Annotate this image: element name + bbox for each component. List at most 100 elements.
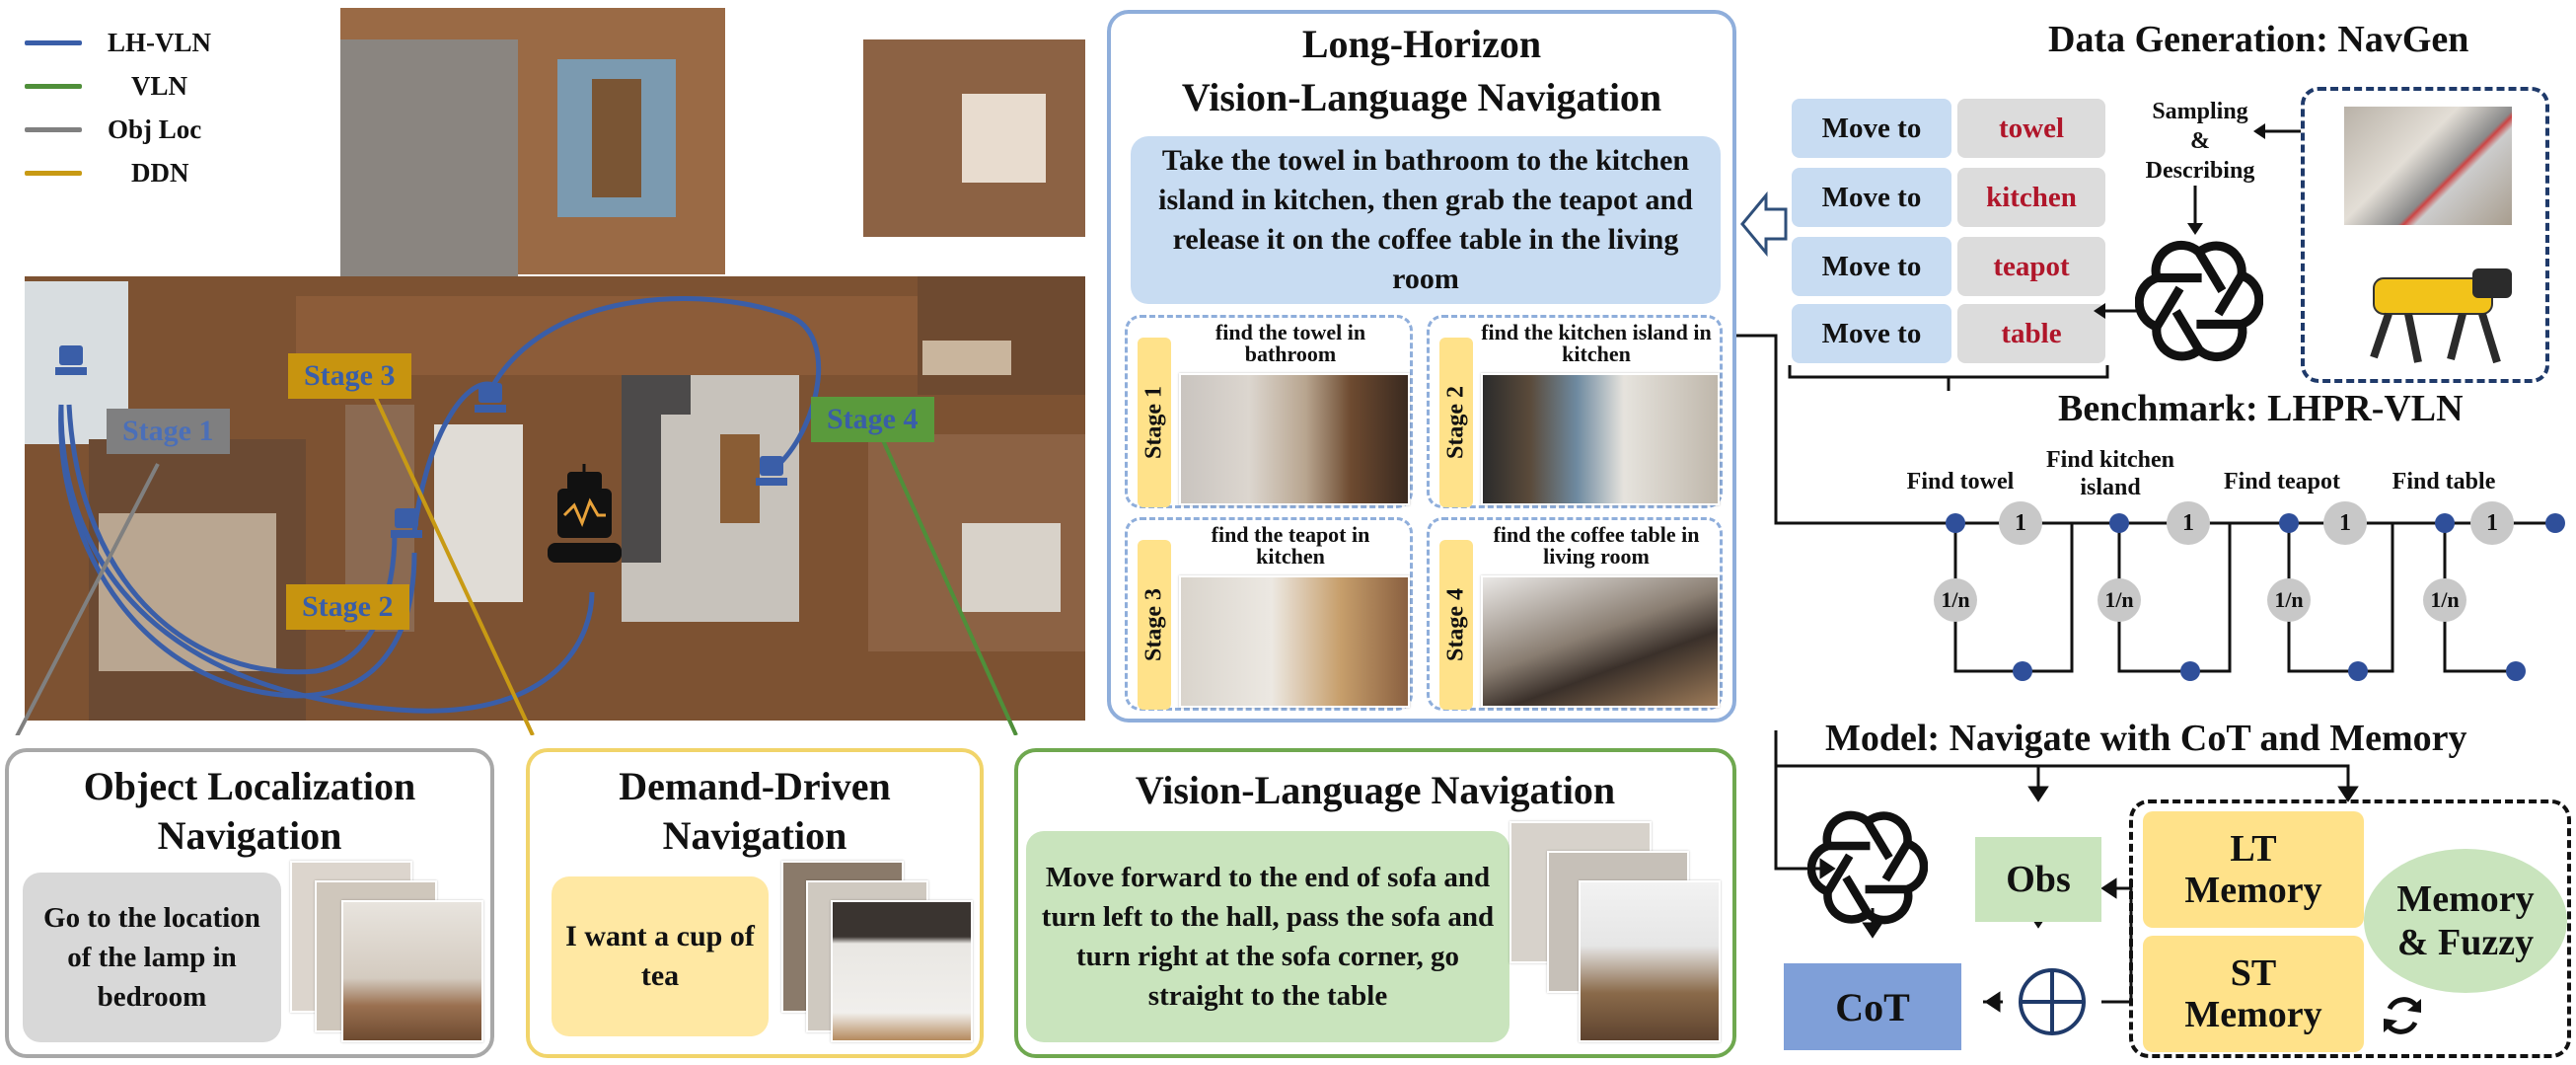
- legend-label: VLN: [131, 71, 188, 101]
- substage-1-label-bar: Stage 1: [1138, 338, 1171, 507]
- arrow-head: [2100, 877, 2117, 899]
- move-target: kitchen: [1957, 168, 2105, 227]
- lhvln-title-line1: Long-Horizon: [1301, 22, 1542, 66]
- move-verb: Move to: [1792, 99, 1951, 158]
- node-dot: [2506, 661, 2526, 681]
- node-label-line: island: [2080, 475, 2141, 500]
- objloc-panel: Object Localization Navigation Go to the…: [5, 748, 494, 1058]
- substage-2: Stage 2 find the kitchen island in kitch…: [1427, 315, 1723, 508]
- stage-3-tag: Stage 3: [288, 353, 411, 399]
- vln-panel: Vision-Language Navigation Move forward …: [1014, 748, 1736, 1058]
- sofa: [622, 375, 691, 563]
- node-label-line: Find kitchen: [2045, 447, 2175, 473]
- legend-swatch: [25, 84, 82, 89]
- node-dot: [2348, 661, 2368, 681]
- arrow-head: [2027, 786, 2049, 802]
- node-dot: [2180, 661, 2200, 681]
- graph-weight-circles: [1934, 501, 2514, 622]
- vln-pointer: [876, 428, 1018, 735]
- legend-swatch: [25, 171, 82, 176]
- robot-icon: [55, 345, 787, 538]
- scene-map-thumbnail: [2344, 107, 2512, 225]
- move-target: table: [1957, 304, 2105, 363]
- weight-fraction: 1/n: [2104, 587, 2134, 612]
- sampling-line3: Describing: [2145, 158, 2255, 184]
- move-verb: Move to: [1792, 168, 1951, 227]
- st-memory-line: Memory: [2184, 994, 2322, 1035]
- legend-item-objloc: Obj Loc: [25, 114, 201, 145]
- legend-label: Obj Loc: [108, 114, 202, 144]
- graph-branches: [1953, 523, 2516, 673]
- substage-3-label-bar: Stage 3: [1138, 540, 1171, 710]
- legend-item-ddn: DDN: [25, 158, 189, 189]
- room-north: [340, 39, 518, 286]
- arrow-icon: [2094, 303, 2141, 319]
- substage-2-label: Stage 2: [1442, 386, 1469, 459]
- ddn-pointer: [363, 374, 535, 735]
- fuzzy-line: Memory: [2396, 878, 2535, 920]
- node-label-line: Find table: [2392, 469, 2496, 494]
- sampling-line1: Sampling: [2152, 99, 2248, 124]
- substage-1-label: Stage 1: [1141, 386, 1167, 459]
- objloc-pointer: [15, 463, 160, 735]
- ddn-instruction: I want a cup of tea: [552, 876, 769, 1036]
- room-east: [918, 276, 1085, 395]
- scene-source-box: [2301, 87, 2549, 383]
- lhvln-title-line2: Vision-Language Navigation: [1181, 75, 1662, 119]
- node-label-teapot: Find teapot: [2208, 468, 2356, 495]
- objloc-title-line2: Navigation: [157, 813, 342, 858]
- floor-plan: [15, 8, 1085, 735]
- lhvln-panel: Long-Horizon Vision-Language Navigation …: [1107, 10, 1736, 723]
- ddn-panel: Demand-Driven Navigation I want a cup of…: [526, 748, 984, 1058]
- model-connections: [1774, 730, 2359, 1035]
- node-label-line: Find towel: [1906, 469, 2015, 494]
- arrow-head: [1819, 858, 1836, 879]
- substage-2-label-bar: Stage 2: [1439, 338, 1473, 507]
- move-target: towel: [1957, 99, 2105, 158]
- weight-one: 1: [2015, 510, 2026, 536]
- substage-3-label: Stage 3: [1141, 588, 1167, 661]
- node-label-kitchen-island: Find kitchen island: [2036, 446, 2184, 501]
- lhvln-instruction: Take the towel in bathroom to the kitche…: [1131, 136, 1721, 304]
- kitchen-island: [434, 424, 523, 602]
- node-label-line: Find teapot: [2223, 469, 2340, 494]
- weight-fraction: 1/n: [1941, 587, 1970, 612]
- graph-nodes: [1946, 513, 2565, 681]
- openai-logo-icon: [2135, 240, 2263, 362]
- refresh-icon: [2384, 997, 2421, 1034]
- substage-1-caption: find the towel in bathroom: [1214, 320, 1366, 366]
- coffee-table: [720, 434, 760, 523]
- stage-4-tag: Stage 4: [811, 397, 934, 442]
- vln-photo-front: [1579, 880, 1721, 1042]
- left-arrow-icon: [1740, 190, 1788, 258]
- main-robot-icon: [548, 464, 622, 563]
- arrow-head: [1862, 922, 1883, 939]
- bed-east: [962, 523, 1061, 612]
- robot-dog-icon: [2370, 268, 2512, 364]
- sampling-label: Sampling & Describing: [2131, 97, 2269, 186]
- node-dot: [2435, 513, 2455, 533]
- node-dot: [1946, 513, 1965, 533]
- traj-5: [58, 404, 595, 714]
- stage-2-tag: Stage 2: [286, 584, 409, 630]
- vln-instruction: Move forward to the end of sofa and turn…: [1026, 831, 1509, 1042]
- substage-4-label-bar: Stage 4: [1439, 540, 1473, 710]
- node-dot: [2279, 513, 2299, 533]
- graph-entry-line: [1736, 334, 1953, 525]
- connection-line: [1776, 764, 2350, 792]
- vln-title: Vision-Language Navigation: [1135, 768, 1616, 812]
- st-memory-line: ST: [2230, 952, 2277, 994]
- substage-4-caption: find the coffee table in living room: [1493, 522, 1700, 569]
- weight-one: 1: [2339, 510, 2351, 536]
- traj-1: [58, 404, 417, 699]
- node-dot: [2013, 661, 2032, 681]
- dining-table: [592, 79, 641, 197]
- legend-item-lhvln: LH-VLN: [25, 28, 211, 58]
- weight-one: 1: [2486, 510, 2498, 536]
- legend-item-vln: VLN: [25, 71, 187, 102]
- memory-fuzzy-circle: Memory& Fuzzy: [2364, 849, 2567, 993]
- ddn-title-line1: Demand-Driven: [619, 764, 891, 808]
- objloc-photo-front: [341, 900, 483, 1042]
